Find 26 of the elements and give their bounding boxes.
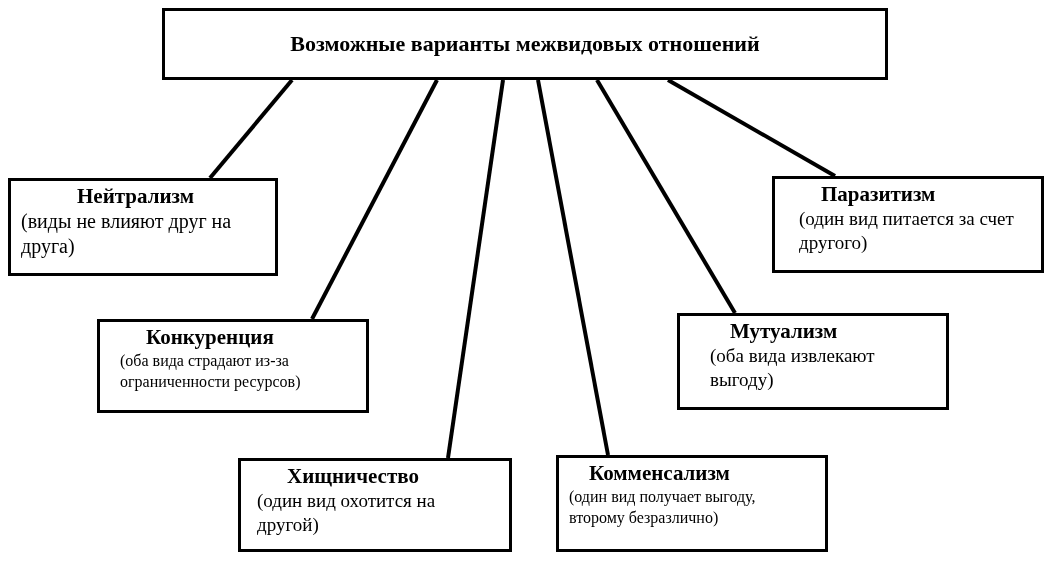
relation-description: (один вид охотится на другой) bbox=[256, 489, 437, 537]
relation-name: Паразитизм bbox=[820, 181, 936, 207]
connector-line bbox=[446, 79, 505, 459]
relation-name: Хищничество bbox=[286, 463, 419, 489]
relation-description: (оба вида извлекают выгоду) bbox=[709, 344, 876, 392]
relation-description: (один вид питается за счет другого) bbox=[798, 207, 1015, 255]
relation-name: Нейтрализм bbox=[76, 183, 195, 209]
connector-line bbox=[310, 79, 439, 320]
relation-name: Комменсализм bbox=[588, 460, 730, 486]
relation-description: (виды не влияют друг на друга) bbox=[20, 209, 233, 259]
relation-box bbox=[238, 458, 512, 552]
relation-description: (один вид получает выгоду, второму безразлично) bbox=[568, 487, 757, 528]
title-box bbox=[162, 8, 888, 80]
relation-description: (оба вида страдают из-за ограниченности ресурсов) bbox=[119, 351, 302, 392]
relation-name: Мутуализм bbox=[729, 318, 838, 344]
relation-box bbox=[556, 455, 828, 552]
relation-name: Конкуренция bbox=[145, 324, 274, 350]
connector-line bbox=[208, 78, 294, 180]
connector-line bbox=[667, 78, 836, 178]
connector-line bbox=[595, 78, 737, 315]
heading-text: Возможные варианты межвидовых отношений bbox=[290, 31, 760, 57]
connector-line bbox=[536, 79, 610, 456]
relation-box bbox=[677, 313, 949, 410]
relation-box bbox=[8, 178, 278, 276]
relation-box bbox=[772, 176, 1044, 273]
relation-box bbox=[97, 319, 369, 413]
